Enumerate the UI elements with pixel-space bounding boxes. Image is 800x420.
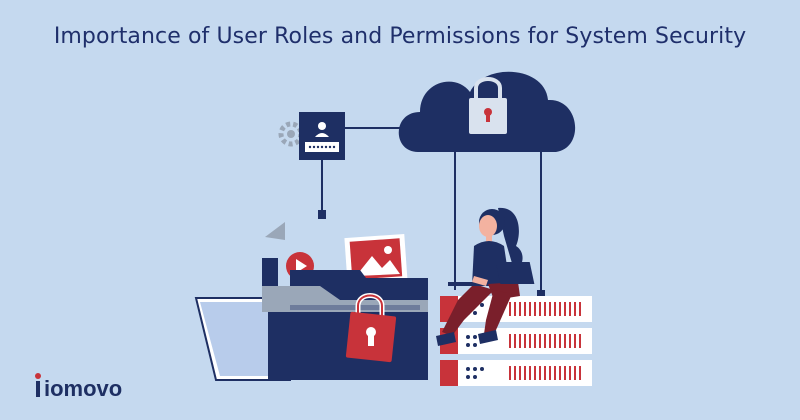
brand-name: iomovo: [44, 376, 122, 400]
person-with-laptop: [436, 207, 535, 346]
brand-logo[interactable]: iomovo: [30, 370, 140, 400]
gear-icon: [278, 121, 304, 147]
user-login-icon: [299, 112, 345, 160]
folder-lock-icon: [194, 270, 428, 381]
page-title: Importance of User Roles and Permissions…: [53, 24, 747, 49]
connector-end: [318, 210, 326, 219]
document-corner: [265, 222, 285, 240]
connector-end: [537, 290, 545, 296]
cloud-lock-icon: [398, 71, 576, 152]
connector-lines: [321, 127, 542, 292]
